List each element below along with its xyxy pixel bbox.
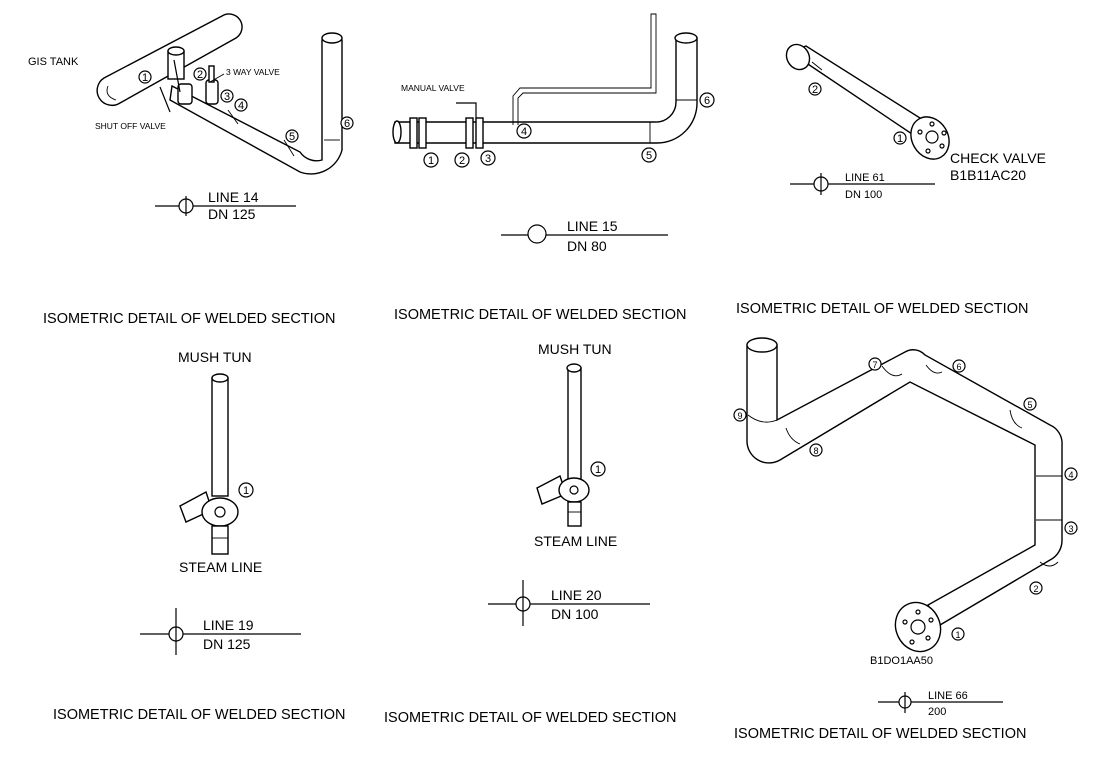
callout-5: 5 bbox=[1023, 397, 1037, 411]
svg-text:1: 1 bbox=[897, 133, 903, 145]
label-steam-line: STEAM LINE bbox=[534, 533, 617, 549]
detail-line-19: MUSH TUN 1 STEAM LINE LINE 19 DN 125 ISO… bbox=[53, 349, 345, 723]
detail-line-66: 1 2 3 4 5 6 7 8 9 B1DO1AA50 LINE 66 200 … bbox=[733, 337, 1078, 742]
svg-text:8: 8 bbox=[813, 446, 818, 456]
svg-text:2: 2 bbox=[1033, 584, 1038, 594]
svg-text:5: 5 bbox=[289, 131, 295, 143]
svg-text:4: 4 bbox=[521, 126, 527, 138]
callout-5: 5 bbox=[285, 129, 299, 143]
svg-text:3: 3 bbox=[485, 153, 491, 165]
line-dn: DN 125 bbox=[208, 206, 256, 222]
callout-3: 3 bbox=[1064, 521, 1078, 535]
svg-text:1: 1 bbox=[142, 72, 148, 84]
callout-2: 2 bbox=[193, 67, 207, 81]
callout-2: 2 bbox=[454, 152, 470, 168]
svg-text:3: 3 bbox=[1068, 524, 1073, 534]
svg-text:6: 6 bbox=[956, 362, 961, 372]
svg-text:7: 7 bbox=[872, 360, 877, 370]
svg-text:6: 6 bbox=[344, 118, 350, 130]
line-dn: DN 100 bbox=[845, 189, 882, 201]
label-valve-code: B1B11AC20 bbox=[950, 167, 1026, 183]
svg-text:1: 1 bbox=[428, 155, 434, 167]
callout-5: 5 bbox=[641, 147, 657, 163]
line-dn: DN 100 bbox=[551, 606, 599, 622]
label-flange-code: B1DO1AA50 bbox=[870, 655, 933, 667]
label-shut-off-valve: SHUT OFF VALVE bbox=[95, 121, 166, 131]
callout-1: 1 bbox=[423, 152, 439, 168]
svg-text:4: 4 bbox=[1068, 470, 1073, 480]
label-mush-tun: MUSH TUN bbox=[178, 349, 252, 365]
svg-text:4: 4 bbox=[238, 100, 244, 112]
line-number: LINE 15 bbox=[567, 218, 618, 234]
line-number: LINE 66 bbox=[928, 690, 968, 702]
callout-4: 4 bbox=[234, 98, 248, 112]
line-dn: DN 80 bbox=[567, 238, 607, 254]
callout-6: 6 bbox=[699, 92, 715, 108]
callout-4: 4 bbox=[1064, 467, 1078, 481]
callout-2: 2 bbox=[1029, 581, 1043, 595]
callout-1: 1 bbox=[138, 70, 152, 84]
line-dn: 200 bbox=[928, 706, 946, 718]
callout-3: 3 bbox=[480, 150, 496, 166]
detail-caption: ISOMETRIC DETAIL OF WELDED SECTION bbox=[736, 301, 1028, 317]
label-steam-line: STEAM LINE bbox=[179, 559, 262, 575]
detail-line-14: GIS TANK 1 2 3 4 5 6 3 WAY VALVE SHUT OF… bbox=[28, 13, 354, 327]
svg-text:2: 2 bbox=[812, 84, 818, 96]
pipe-line-66 bbox=[746, 344, 1063, 626]
svg-text:9: 9 bbox=[737, 411, 742, 421]
label-mush-tun: MUSH TUN bbox=[538, 341, 612, 357]
pipe-line-14 bbox=[169, 39, 343, 175]
svg-text:5: 5 bbox=[646, 150, 652, 162]
svg-text:6: 6 bbox=[704, 95, 710, 107]
callout-1: 1 bbox=[238, 482, 254, 498]
pipe-line-19 bbox=[211, 377, 229, 497]
callout-9: 9 bbox=[733, 408, 747, 422]
detail-caption: ISOMETRIC DETAIL OF WELDED SECTION bbox=[394, 307, 686, 323]
svg-text:2: 2 bbox=[459, 155, 465, 167]
detail-line-15: MANUAL VALVE 1 2 3 4 5 6 LINE 15 DN 80 I… bbox=[392, 13, 715, 323]
label-manual-valve: MANUAL VALVE bbox=[401, 83, 465, 93]
svg-text:3: 3 bbox=[224, 91, 230, 103]
label-check-valve: CHECK VALVE bbox=[950, 150, 1046, 166]
line-dn: DN 125 bbox=[203, 636, 251, 652]
callout-1: 1 bbox=[590, 461, 606, 477]
callout-8: 8 bbox=[809, 443, 823, 457]
callout-1: 1 bbox=[951, 627, 965, 641]
line-number: LINE 19 bbox=[203, 617, 254, 633]
svg-text:2: 2 bbox=[197, 69, 203, 81]
svg-text:1: 1 bbox=[243, 485, 249, 497]
detail-caption: ISOMETRIC DETAIL OF WELDED SECTION bbox=[734, 726, 1026, 742]
callout-6: 6 bbox=[952, 359, 966, 373]
callout-3: 3 bbox=[220, 89, 234, 103]
callout-6: 6 bbox=[340, 116, 354, 130]
callout-4: 4 bbox=[516, 123, 532, 139]
detail-caption: ISOMETRIC DETAIL OF WELDED SECTION bbox=[43, 311, 335, 327]
line-number: LINE 14 bbox=[208, 189, 259, 205]
pipe-line-20 bbox=[567, 367, 582, 481]
label-gis-tank: GIS TANK bbox=[28, 56, 79, 68]
detail-caption: ISOMETRIC DETAIL OF WELDED SECTION bbox=[384, 710, 676, 726]
detail-line-61: 1 2 CHECK VALVE B1B11AC20 LINE 61 DN 100… bbox=[736, 43, 1046, 317]
detail-line-20: MUSH TUN 1 STEAM LINE LINE 20 DN 100 ISO… bbox=[384, 341, 676, 726]
label-3-way-valve: 3 WAY VALVE bbox=[226, 67, 280, 77]
line-number: LINE 20 bbox=[551, 587, 602, 603]
callout-1: 1 bbox=[893, 131, 907, 145]
line-number: LINE 61 bbox=[845, 172, 885, 184]
svg-text:1: 1 bbox=[955, 630, 960, 640]
callout-7: 7 bbox=[868, 357, 882, 371]
svg-text:1: 1 bbox=[595, 464, 601, 476]
svg-text:5: 5 bbox=[1027, 400, 1032, 410]
detail-caption: ISOMETRIC DETAIL OF WELDED SECTION bbox=[53, 707, 345, 723]
callout-2: 2 bbox=[808, 82, 822, 96]
